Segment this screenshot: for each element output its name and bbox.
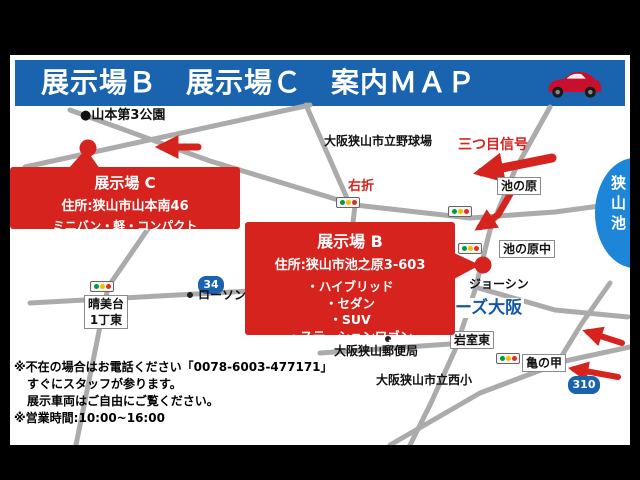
arrow-turn-down-icon bbox=[474, 187, 516, 231]
note-phone: ※不在の場合はお電話ください「0078-6003-477171」 bbox=[14, 360, 333, 374]
lawson-dot bbox=[187, 292, 193, 298]
traffic-light-icon bbox=[496, 353, 520, 364]
callout-pointers bbox=[68, 149, 480, 279]
site-c-vehicles: ミニバン・軽・コンパクト bbox=[52, 219, 198, 233]
lawson-label: ローソン bbox=[198, 288, 247, 302]
nishi-elementary-label: 大阪狭山市立西小 bbox=[376, 373, 473, 387]
sayama-pond-shape bbox=[595, 158, 630, 268]
site-b-address: 住所:狭山市池之原3-603 bbox=[274, 258, 426, 273]
joshin-label: ジョーシン bbox=[469, 277, 529, 291]
post-office-dot bbox=[385, 336, 391, 342]
site-c-pointer bbox=[68, 149, 100, 169]
site-b-vehicle: ・ステーションワゴン bbox=[287, 328, 413, 344]
note-staff: すぐにスタッフが参ります。 bbox=[27, 377, 182, 391]
site-b-vehicle-list: ・ハイブリッド ・セダン ・SUV ・ステーションワゴン bbox=[245, 279, 455, 345]
kamenoko-sign: 亀の甲 bbox=[522, 354, 567, 372]
site-c-dot bbox=[79, 139, 97, 157]
route-arrows bbox=[154, 135, 625, 382]
route-34-badge: 34 bbox=[198, 276, 224, 294]
page-title: 展示場Ｂ 展示場Ｃ 案内ＭＡＰ bbox=[41, 66, 477, 99]
arrow-right-upper-icon bbox=[582, 326, 625, 347]
site-b-pointer bbox=[454, 253, 480, 279]
right-turn-label: 右折 bbox=[348, 179, 375, 194]
traffic-light-icon bbox=[90, 281, 114, 292]
traffic-light-icon bbox=[448, 206, 472, 217]
car-icon bbox=[548, 71, 602, 98]
harumidai-line2: 1丁東 bbox=[89, 313, 123, 327]
site-b-vehicle: ・SUV bbox=[329, 312, 371, 327]
flyer-content: 展示場Ｂ 展示場Ｃ 案内ＭＡＰ bbox=[10, 55, 630, 445]
site-b-title: 展示場 B bbox=[317, 232, 383, 251]
third-signal-label: 三つ目信号 bbox=[458, 137, 528, 153]
site-c-callout: 展示場 C 住所:狭山市山本南46 ミニバン・軽・コンパクト bbox=[10, 167, 240, 233]
poi-dots bbox=[187, 292, 391, 342]
header-bar: 展示場Ｂ 展示場Ｃ 案内ＭＡＰ bbox=[15, 60, 625, 106]
ikenohara-sign: 池の原 bbox=[497, 177, 542, 195]
site-b-vehicle: ・ハイブリッド bbox=[306, 279, 394, 294]
harumidai-line1: 晴美台 bbox=[88, 297, 125, 311]
location-dots bbox=[79, 139, 492, 274]
site-b-vehicle: ・セダン bbox=[324, 295, 375, 311]
notes: ※不在の場合はお電話ください「0078-6003-477171」 すぐにスタッフ… bbox=[14, 359, 333, 427]
post-office-label: 大阪狭山郵便局 bbox=[334, 344, 419, 358]
note-hours: ※営業時間:10:00~16:00 bbox=[14, 411, 165, 425]
cars-osaka-label: カーズ大阪 bbox=[436, 298, 525, 318]
traffic-light-icon bbox=[458, 243, 482, 254]
site-c-title: 展示場 C bbox=[94, 174, 156, 192]
baseball-field-label: 大阪狭山市立野球場 bbox=[324, 134, 433, 148]
arrow-right-lower-icon bbox=[567, 361, 621, 382]
arrow-third-signal-icon bbox=[472, 152, 557, 183]
park-label: ●山本第3公園 bbox=[80, 108, 166, 123]
ikenohara-naka-sign: 池の原中 bbox=[499, 240, 556, 258]
sayama-pond-label: 狭山池 bbox=[609, 175, 627, 235]
site-c-address: 住所:狭山市山本南46 bbox=[61, 199, 189, 214]
site-b-callout: 展示場 B 住所:狭山市池之原3-603 ・ハイブリッド ・セダン ・SUV ・… bbox=[245, 222, 455, 344]
site-b-dot bbox=[474, 256, 492, 274]
harumidai-sign: 晴美台 1丁東 bbox=[84, 295, 129, 329]
note-view: 展示車両はご自由にご覧ください。 bbox=[27, 394, 219, 408]
route-310-badge: 310 bbox=[568, 376, 600, 394]
iwamuro-higashi-sign: 岩室東 bbox=[450, 331, 495, 349]
traffic-light-icon bbox=[336, 197, 360, 208]
